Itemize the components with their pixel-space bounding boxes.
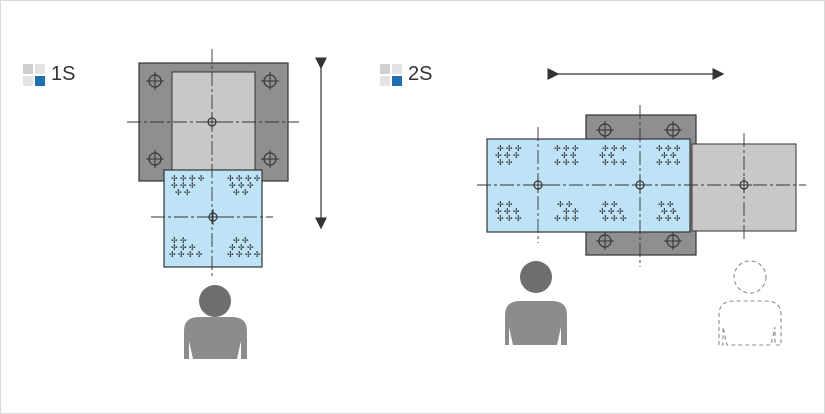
svg-text:✢ ✢ ✢ ✢: ✢ ✢ ✢ ✢	[169, 250, 203, 259]
svg-text:✢ ✢ ✢: ✢ ✢ ✢	[554, 144, 579, 153]
svg-text:✢ ✢ ✢: ✢ ✢ ✢	[229, 243, 254, 252]
svg-text:✢ ✢: ✢ ✢	[175, 188, 191, 197]
svg-text:✢ ✢: ✢ ✢	[661, 207, 677, 216]
svg-text:✢ ✢ ✢: ✢ ✢ ✢	[495, 207, 520, 216]
cavity-pattern: ✢ ✢ ✢ ✢✢ ✢ ✢✢ ✢ ✢ ✢ ✢ ✢✢ ✢ ✢✢ ✢ ✢ ✢✢ ✢ ✢…	[169, 174, 261, 259]
svg-text:✢ ✢ ✢: ✢ ✢ ✢	[656, 214, 681, 223]
svg-text:✢ ✢: ✢ ✢	[497, 200, 513, 209]
svg-text:✢ ✢ ✢: ✢ ✢ ✢	[602, 144, 627, 153]
svg-text:✢ ✢: ✢ ✢	[497, 158, 513, 167]
legend-squares-icon	[380, 63, 402, 86]
svg-text:✢ ✢ ✢ ✢: ✢ ✢ ✢ ✢	[171, 174, 205, 183]
svg-text:✢ ✢ ✢ ✢: ✢ ✢ ✢ ✢	[227, 174, 261, 183]
panel-label-1s: 1S	[23, 63, 75, 86]
person-icon	[184, 285, 247, 359]
svg-text:✢ ✢ ✢: ✢ ✢ ✢	[497, 144, 522, 153]
svg-text:✢ ✢ ✢ ✢: ✢ ✢ ✢ ✢	[227, 250, 261, 259]
svg-text:✢ ✢ ✢: ✢ ✢ ✢	[229, 181, 254, 190]
cavity-pattern: ✢ ✢ ✢✢ ✢ ✢✢ ✢ ✢ ✢ ✢✢ ✢✢ ✢ ✢ ✢ ✢ ✢✢ ✢✢ ✢ …	[495, 144, 681, 223]
svg-text:✢ ✢: ✢ ✢	[561, 151, 577, 160]
svg-text:✢ ✢ ✢: ✢ ✢ ✢	[497, 214, 522, 223]
person-icon	[505, 261, 567, 345]
panel-1s-text: 1S	[51, 63, 76, 85]
svg-text:✢ ✢: ✢ ✢	[171, 236, 187, 245]
svg-text:✢ ✢: ✢ ✢	[602, 200, 618, 209]
svg-text:✢ ✢ ✢: ✢ ✢ ✢	[171, 243, 196, 252]
svg-text:✢ ✢ ✢: ✢ ✢ ✢	[171, 181, 196, 190]
svg-text:✢ ✢ ✢: ✢ ✢ ✢	[656, 144, 681, 153]
svg-text:✢ ✢: ✢ ✢	[563, 207, 579, 216]
svg-text:✢ ✢ ✢: ✢ ✢ ✢	[599, 207, 624, 216]
svg-text:✢ ✢ ✢: ✢ ✢ ✢	[495, 151, 520, 160]
centerline-icon	[477, 105, 806, 267]
svg-text:✢ ✢ ✢: ✢ ✢ ✢	[602, 214, 627, 223]
svg-text:✢ ✢ ✢: ✢ ✢ ✢	[554, 158, 579, 167]
svg-text:✢ ✢: ✢ ✢	[599, 151, 615, 160]
legend-squares-icon	[23, 63, 45, 86]
svg-text:✢ ✢ ✢: ✢ ✢ ✢	[554, 214, 579, 223]
svg-text:✢ ✢: ✢ ✢	[658, 200, 674, 209]
person-outline-icon	[718, 260, 782, 346]
panel-label-2s: 2S	[380, 63, 432, 86]
panel-2s-text: 2S	[408, 63, 433, 85]
svg-text:✢ ✢: ✢ ✢	[661, 151, 677, 160]
cavity-plate	[486, 138, 691, 233]
centerline-icon	[127, 49, 299, 276]
svg-text:✢ ✢: ✢ ✢	[233, 188, 249, 197]
svg-text:✢ ✢: ✢ ✢	[557, 200, 573, 209]
panel-2s-diagram: ✢ ✢ ✢✢ ✢ ✢✢ ✢ ✢ ✢ ✢✢ ✢✢ ✢ ✢ ✢ ✢ ✢✢ ✢✢ ✢ …	[477, 68, 806, 346]
svg-text:✢ ✢ ✢: ✢ ✢ ✢	[602, 158, 627, 167]
svg-text:✢ ✢ ✢: ✢ ✢ ✢	[656, 158, 681, 167]
svg-text:✢ ✢: ✢ ✢	[233, 236, 249, 245]
panel-1s-diagram: ✢ ✢ ✢ ✢✢ ✢ ✢✢ ✢ ✢ ✢ ✢ ✢✢ ✢ ✢✢ ✢ ✢ ✢✢ ✢ ✢…	[127, 49, 327, 359]
